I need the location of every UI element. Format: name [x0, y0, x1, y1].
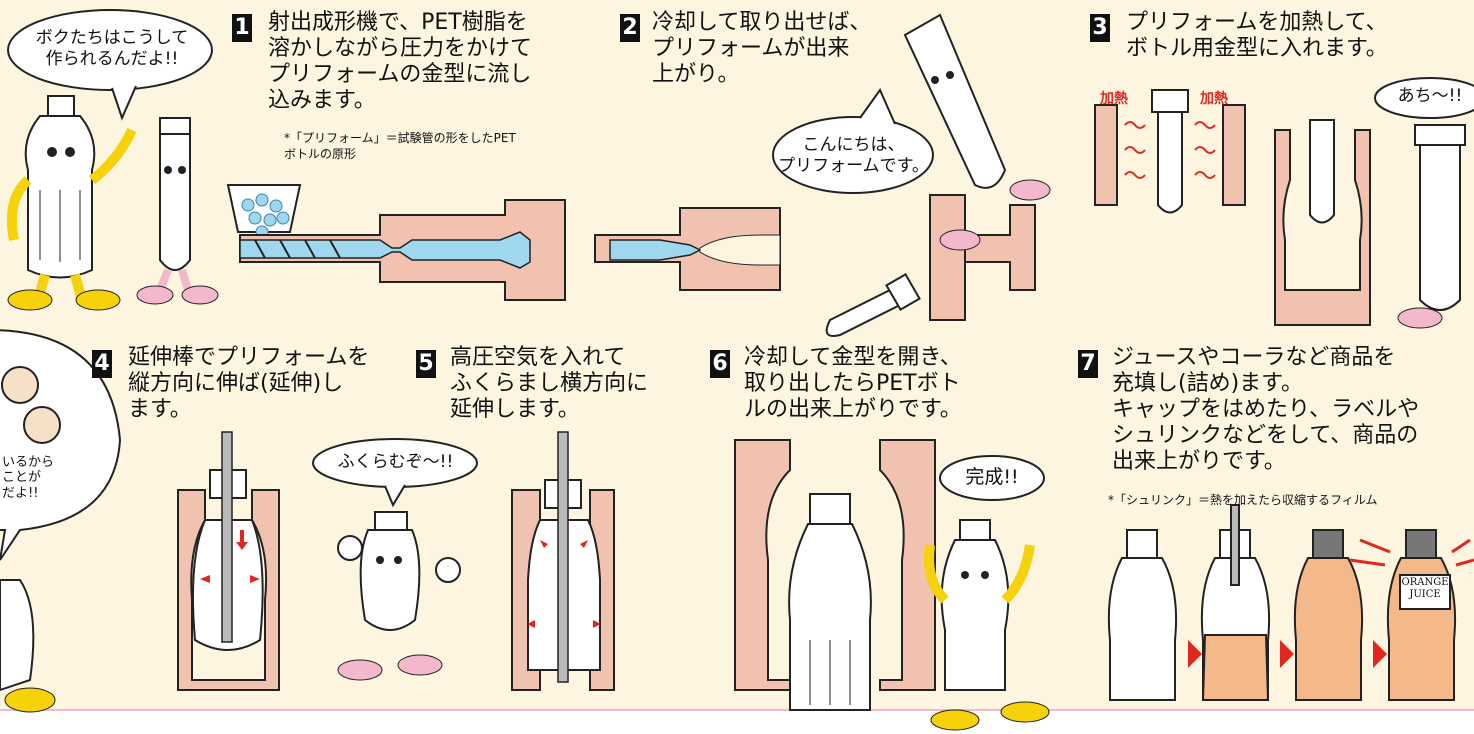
step4-number: 4	[92, 350, 112, 378]
step1-number: 1	[232, 14, 252, 42]
person-face-2	[23, 406, 61, 444]
preform-character-step2	[903, 13, 1051, 251]
filling-sequence-step7	[1107, 504, 1474, 701]
step2-bubble-text: こんにちは、 プリフォームです。	[778, 135, 929, 177]
step6-number: 6	[710, 350, 730, 378]
heat-label-right: 加熱	[1200, 91, 1228, 107]
step6-speech-bubble	[939, 455, 1045, 501]
step2-text: 冷却して取り出せば、 プリフォームが出来 上がり。	[652, 10, 872, 87]
intro-bubble-text: ボクたちはこうして 作られるんだよ!!	[35, 28, 189, 70]
step1-text: 射出成形機で、PET樹脂を 溶かしながら圧力をかけて プリフォームの金型に流し …	[268, 10, 533, 113]
intro-speech-bubble	[7, 9, 213, 91]
step2-speech-bubble	[772, 116, 934, 194]
open-mold-step6	[734, 439, 936, 711]
mold-open-step2	[594, 194, 1036, 337]
stretch-mold-step4	[177, 431, 280, 691]
step7-note: *「シュリンク」＝熱を加えたら収縮するフィルム	[1108, 493, 1378, 507]
step1-note: *「プリフォーム」＝試験管の形をしたPET ボトルの原形	[284, 131, 516, 162]
bottle-character-side	[0, 579, 56, 713]
step2-number: 2	[620, 14, 640, 42]
blow-mold-step5	[511, 431, 615, 691]
person-face-1	[1, 366, 39, 404]
step3-speech-bubble	[1374, 77, 1474, 119]
preform-character-intro	[136, 117, 219, 305]
orange-juice-label: ORANGE JUICE	[1401, 577, 1449, 600]
bottle-character-step5	[337, 511, 461, 681]
step7-text: ジュースやコーラなど商品を 充填し(詰め)ます。 キャップをはめたり、ラベルや …	[1112, 345, 1420, 474]
heater-and-mold-step3	[1094, 89, 1371, 326]
preform-character-step3	[1397, 124, 1466, 329]
step5-number: 5	[416, 350, 436, 378]
step3-number: 3	[1090, 14, 1110, 42]
bottle-character-step6	[924, 519, 1050, 731]
step3-bubble-text: あち〜!!	[1397, 86, 1463, 106]
side-bubble-text: いるから ことが だよ!!	[2, 455, 55, 501]
step4-text: 延伸棒でプリフォームを 縦方向に伸ば(延伸)し ます。	[128, 345, 370, 422]
heat-label-left: 加熱	[1100, 91, 1128, 107]
step5-bubble-text: ふくらむぞ〜!!	[337, 452, 454, 472]
step6-text: 冷却して金型を開き、 取り出したらPETボト ルの出来上がりです。	[744, 345, 962, 422]
step7-number: 7	[1078, 350, 1098, 378]
step5-text: 高圧空気を入れて ふくらまし横方向に 延伸します。	[450, 345, 649, 422]
bottle-character-intro	[6, 95, 137, 311]
injection-molding-machine	[226, 184, 566, 301]
step6-bubble-text: 完成!!	[965, 466, 1019, 488]
step3-text: プリフォームを加熱して、 ボトル用金型に入れます。	[1126, 10, 1388, 61]
intro-bubble-tail	[111, 85, 137, 121]
